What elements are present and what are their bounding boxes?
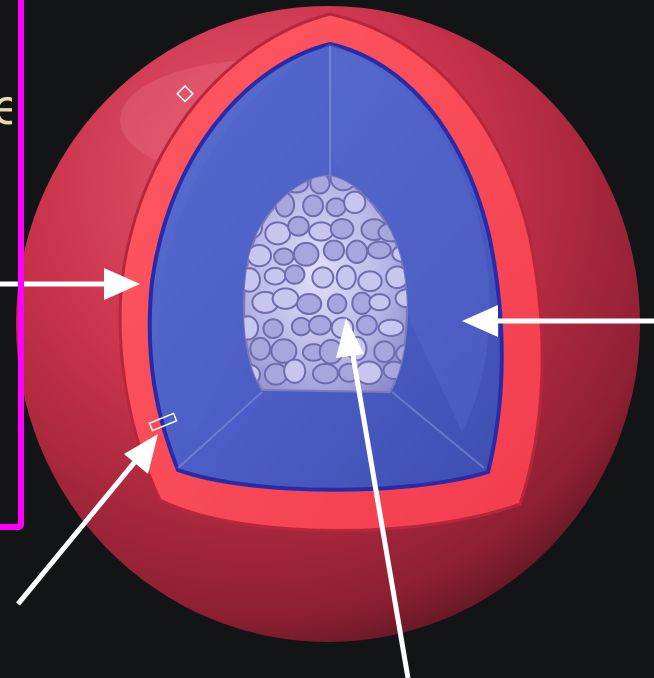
label-text-fragment: e xyxy=(0,78,12,138)
core-cell xyxy=(328,294,346,313)
core-cell xyxy=(356,362,382,385)
core-cell xyxy=(294,243,319,266)
core-cell xyxy=(265,222,290,244)
core-cell xyxy=(288,217,309,236)
core-cell xyxy=(303,195,323,216)
core-cell xyxy=(263,319,282,338)
core-cell xyxy=(327,198,346,216)
core-cell xyxy=(273,288,299,308)
core-cell xyxy=(357,316,377,335)
core-cell xyxy=(274,248,293,264)
core-cell xyxy=(284,359,305,382)
core-cell xyxy=(344,192,365,213)
core-cell xyxy=(285,265,304,283)
core-cell xyxy=(292,318,311,335)
core-cell xyxy=(347,241,367,263)
core-cell xyxy=(309,222,333,240)
core-cell xyxy=(312,267,333,287)
core-cell xyxy=(297,294,321,314)
core-cell xyxy=(250,338,270,360)
core-cell xyxy=(313,364,338,384)
core-cell xyxy=(265,268,286,285)
core-cell xyxy=(379,320,404,336)
core-cell xyxy=(324,240,344,260)
core-cell xyxy=(368,242,391,259)
core-cell xyxy=(369,294,390,310)
core-cell xyxy=(331,219,354,239)
core-cell xyxy=(309,316,331,335)
core-cell xyxy=(358,271,381,291)
core-cell xyxy=(337,266,356,289)
core-cell xyxy=(374,341,394,362)
